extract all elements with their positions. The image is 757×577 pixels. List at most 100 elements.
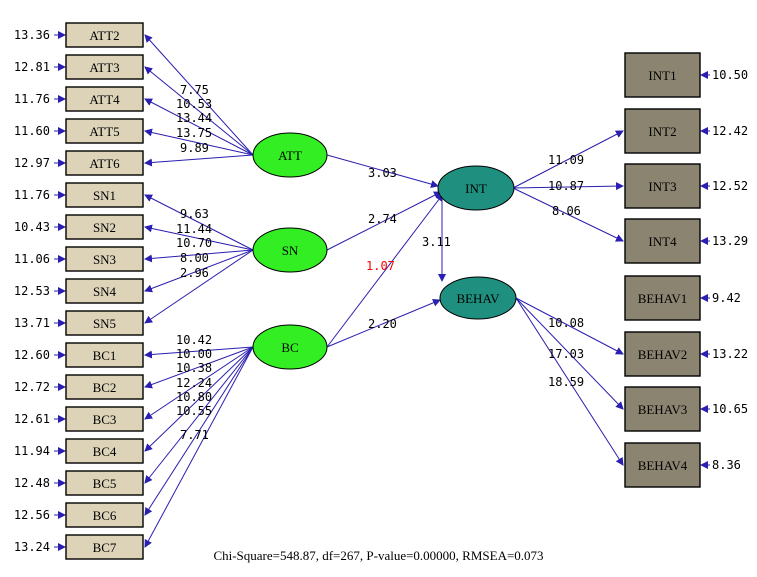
- indicator-label-att5: ATT5: [89, 124, 119, 139]
- loading-label-att6: 9.89: [180, 141, 209, 155]
- loading-label-bc5: 10.80: [176, 390, 212, 404]
- latent-bc-label: BC: [281, 340, 298, 355]
- loading-label-bc1: 10.42: [176, 333, 212, 347]
- path-bc-behav: [326, 298, 441, 348]
- error-variance-att6: 12.97: [14, 156, 50, 170]
- indicator-label-int1: INT1: [648, 68, 676, 83]
- error-variance-int3: 12.52: [712, 179, 748, 193]
- path-att-int: [326, 154, 439, 188]
- error-variance-bc5: 12.48: [14, 476, 50, 490]
- indicator-box-att6: [65, 150, 144, 176]
- indicator-label-sn4: SN4: [93, 284, 117, 299]
- indicator-box-bc5: [65, 470, 144, 496]
- indicator-box-bc6: [65, 502, 144, 528]
- loading-label-sn3: 10.70: [176, 236, 212, 250]
- indicator-box-sn1: [65, 182, 144, 208]
- indicator-label-behav3: BEHAV3: [638, 402, 688, 417]
- path-sn-int: [326, 191, 442, 251]
- latent-behav-label: BEHAV: [456, 291, 500, 306]
- loading-label-sn5: 2.96: [180, 266, 209, 280]
- loading-label-int3: 10.87: [548, 179, 584, 193]
- error-variance-bc4: 11.94: [14, 444, 50, 458]
- indicator-label-bc5: BC5: [93, 476, 117, 491]
- loading-line-bc7: [144, 346, 254, 548]
- error-variance-att5: 11.60: [14, 124, 50, 138]
- path-bc-int: [326, 193, 444, 348]
- loading-line-behav2: [515, 297, 624, 355]
- loading-line-att3: [144, 66, 254, 156]
- loading-label-behav4: 18.59: [548, 375, 584, 389]
- loading-line-bc1: [144, 346, 254, 359]
- loading-line-int4: [512, 187, 624, 242]
- indicator-box-int4: [624, 218, 701, 264]
- latent-att: [252, 132, 328, 178]
- path-sn-int-label: 2.74: [368, 212, 397, 226]
- indicator-box-behav4: [624, 442, 701, 488]
- indicator-label-int3: INT3: [648, 179, 676, 194]
- indicator-box-bc4: [65, 438, 144, 464]
- loading-line-behav4: [515, 297, 624, 466]
- indicator-box-sn4: [65, 278, 144, 304]
- indicator-label-att4: ATT4: [89, 92, 120, 107]
- path-lines: [54, 31, 710, 551]
- error-variance-behav4: 8.36: [712, 458, 741, 472]
- latent-int-label: INT: [465, 181, 487, 196]
- loading-label-bc3: 10.38: [176, 361, 212, 375]
- indicator-box-behav3: [624, 386, 701, 432]
- indicator-box-int1: [624, 52, 701, 98]
- loading-line-sn4: [144, 249, 254, 293]
- indicator-label-bc3: BC3: [93, 412, 117, 427]
- error-variance-behav3: 10.65: [712, 402, 748, 416]
- loading-line-att4: [144, 98, 254, 156]
- fit-statistics: Chi-Square=548.87, df=267, P-value=0.000…: [213, 548, 544, 563]
- indicator-box-bc3: [65, 406, 144, 432]
- path-att-int-label: 3.03: [368, 166, 397, 180]
- indicator-label-bc1: BC1: [93, 348, 117, 363]
- indicator-box-int2: [624, 108, 701, 154]
- loading-label-int4: 8.06: [552, 204, 581, 218]
- indicator-box-behav1: [624, 275, 701, 321]
- loading-label-bc6: 10.55: [176, 404, 212, 418]
- indicator-label-sn5: SN5: [93, 316, 116, 331]
- loading-label-sn4: 8.00: [180, 251, 209, 265]
- indicator-label-att2: ATT2: [89, 28, 119, 43]
- loading-line-behav3: [515, 297, 624, 410]
- loading-label-sn1: 9.63: [180, 207, 209, 221]
- indicator-label-att6: ATT6: [89, 156, 120, 171]
- error-variance-sn4: 12.53: [14, 284, 50, 298]
- indicator-box-att4: [65, 86, 144, 112]
- error-variance-bc6: 12.56: [14, 508, 50, 522]
- loading-label-bc4: 12.24: [176, 376, 212, 390]
- path-bc-behav-label: 2.20: [368, 317, 397, 331]
- error-variance-bc1: 12.60: [14, 348, 50, 362]
- error-variance-att3: 12.81: [14, 60, 50, 74]
- loading-line-bc3: [144, 346, 254, 420]
- loading-line-int2: [512, 130, 624, 189]
- indicator-box-sn3: [65, 246, 144, 272]
- indicator-box-sn2: [65, 214, 144, 240]
- loading-line-sn1: [144, 194, 254, 251]
- loading-label-sn2: 11.44: [176, 222, 212, 236]
- loading-line-att5: [144, 128, 254, 156]
- error-variance-behav1: 9.42: [712, 291, 741, 305]
- latent-behav: [439, 276, 517, 320]
- latent-bc: [252, 324, 328, 370]
- loading-label-att5: 13.75: [176, 126, 212, 140]
- loading-line-sn5: [144, 249, 254, 324]
- error-variance-sn3: 11.06: [14, 252, 50, 266]
- error-variance-sn2: 10.43: [14, 220, 50, 234]
- indicator-box-att3: [65, 54, 144, 80]
- loading-label-att3: 10.53: [176, 97, 212, 111]
- loading-line-att2: [144, 34, 254, 156]
- loading-line-bc2: [144, 346, 254, 389]
- error-variance-int4: 13.29: [712, 234, 748, 248]
- latent-int: [437, 165, 515, 211]
- loading-line-bc4: [144, 346, 254, 452]
- path-int-behav-label: 3.11: [422, 235, 451, 249]
- indicator-box-att5: [65, 118, 144, 144]
- loading-line-sn3: [144, 249, 254, 263]
- latent-sn-label: SN: [282, 243, 299, 258]
